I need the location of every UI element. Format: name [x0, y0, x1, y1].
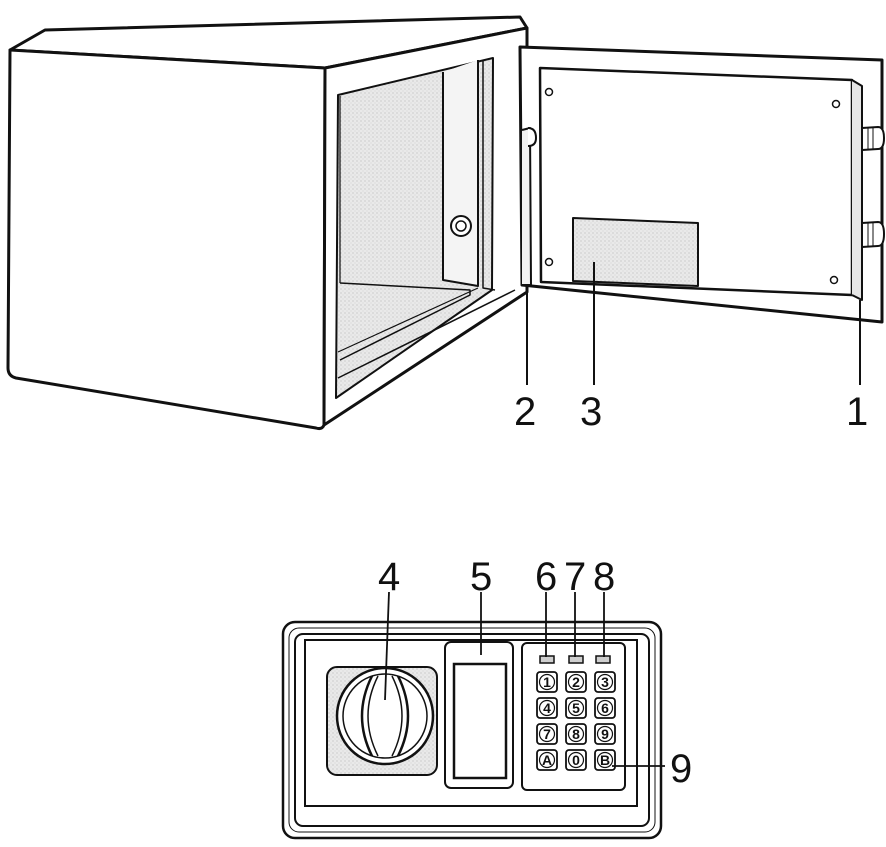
- callout-3: 3: [580, 390, 602, 434]
- keypad-key-label: 4: [543, 700, 551, 716]
- callout-8: 8: [593, 555, 615, 599]
- led-indicator-6: [540, 656, 554, 663]
- keypad-key-label: 5: [572, 700, 580, 716]
- callout-9: 9: [670, 747, 692, 791]
- door-screw: [831, 277, 838, 284]
- callout-4: 4: [378, 555, 400, 599]
- keypad-key-3[interactable]: 3: [595, 672, 615, 692]
- callout-6: 6: [535, 555, 557, 599]
- led-indicator-8: [596, 656, 610, 663]
- keypad-key-label: B: [600, 752, 610, 768]
- battery-box: [573, 218, 698, 286]
- keypad-key-label: 2: [572, 674, 580, 690]
- keypad-key-label: 1: [543, 674, 551, 690]
- keypad-key-5[interactable]: 5: [566, 698, 586, 718]
- handle-knob[interactable]: [327, 667, 437, 775]
- door-screw: [546, 259, 553, 266]
- keypad-key-a[interactable]: A: [537, 750, 557, 770]
- keypad-key-4[interactable]: 4: [537, 698, 557, 718]
- safe-body: [8, 17, 527, 429]
- keypad-key-label: 8: [572, 726, 580, 742]
- door-screw: [833, 101, 840, 108]
- keypad-key-label: 3: [601, 674, 609, 690]
- keypad-key-0[interactable]: 0: [566, 750, 586, 770]
- safe-door: [520, 47, 884, 322]
- keypad-key-1[interactable]: 1: [537, 672, 557, 692]
- callout-5: 5: [470, 555, 492, 599]
- display-window: [445, 642, 513, 788]
- door-screw: [546, 89, 553, 96]
- keypad-key-label: A: [542, 752, 552, 768]
- callout-2: 2: [514, 390, 536, 434]
- keypad-key-b[interactable]: B: [595, 750, 615, 770]
- led-indicator-7: [569, 656, 583, 663]
- callout-1: 1: [846, 390, 868, 434]
- keypad-key-8[interactable]: 8: [566, 724, 586, 744]
- keypad-key-2[interactable]: 2: [566, 672, 586, 692]
- keypad-key-label: 0: [572, 752, 580, 768]
- safe-side-panel: [8, 50, 325, 429]
- keypad-key-label: 9: [601, 726, 609, 742]
- keypad-key-label: 6: [601, 700, 609, 716]
- keypad-key-9[interactable]: 9: [595, 724, 615, 744]
- door-hinge: [522, 128, 531, 285]
- callout-7: 7: [564, 555, 586, 599]
- keypad-key-6[interactable]: 6: [595, 698, 615, 718]
- keypad-key-label: 7: [543, 726, 551, 742]
- keypad-key-7[interactable]: 7: [537, 724, 557, 744]
